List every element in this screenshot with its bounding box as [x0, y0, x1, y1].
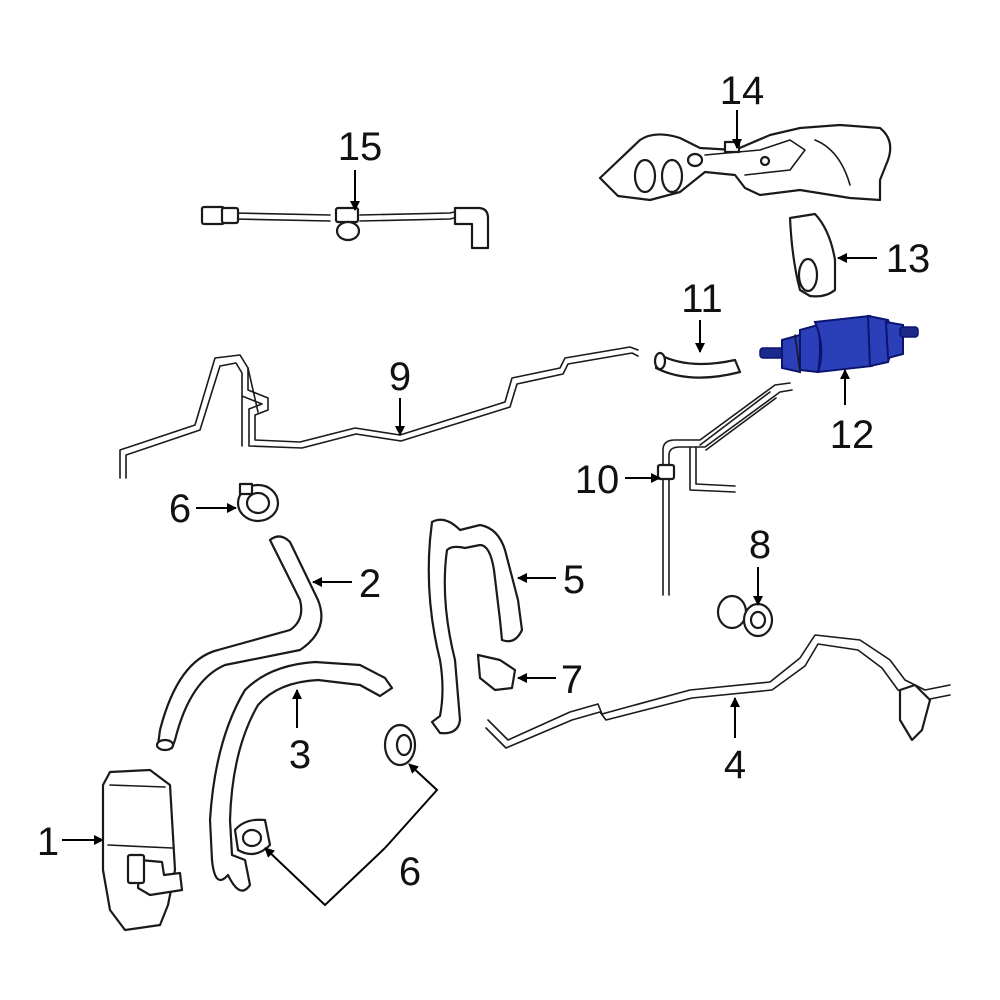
- callout-labels: 14 15 13 11 12 9 10 6 2 5 8 7 3 4 1 6: [37, 69, 930, 894]
- callout-8: 8: [749, 523, 771, 567]
- leader-lines: [62, 110, 877, 907]
- callout-9: 9: [389, 355, 411, 399]
- part-14-heat-shield[interactable]: [598, 123, 892, 202]
- part-7-bracket[interactable]: [476, 653, 517, 692]
- callout-7: 7: [561, 658, 583, 702]
- callout-11: 11: [681, 277, 723, 321]
- part-8-clamp[interactable]: [716, 594, 774, 638]
- part-10-line[interactable]: [656, 382, 793, 596]
- callout-6-bottom: 6: [399, 850, 421, 894]
- part-6-clamp-bottom-left[interactable]: [233, 818, 272, 856]
- callout-12: 12: [830, 413, 875, 457]
- part-6-clamp-middle[interactable]: [383, 723, 417, 767]
- callout-4: 4: [724, 743, 746, 787]
- callout-13: 13: [886, 237, 931, 281]
- callout-6-top: 6: [169, 487, 191, 531]
- callout-1: 1: [37, 820, 59, 864]
- part-4-pipe[interactable]: [485, 634, 951, 749]
- part-12-pump-highlighted[interactable]: [759, 314, 919, 374]
- part-5-hose[interactable]: [427, 518, 524, 735]
- callout-15: 15: [338, 125, 383, 169]
- part-2-hose[interactable]: [155, 535, 323, 752]
- part-9-pipe[interactable]: [119, 346, 639, 479]
- part-11-hose[interactable]: [653, 351, 742, 379]
- callout-5: 5: [563, 558, 585, 602]
- part-1-module[interactable]: [101, 768, 184, 932]
- callout-14: 14: [720, 69, 765, 113]
- part-13-clamp[interactable]: [788, 212, 837, 298]
- callout-10: 10: [575, 458, 620, 502]
- callout-2: 2: [359, 562, 381, 606]
- part-6-clamp-top[interactable]: [236, 482, 280, 523]
- callout-3: 3: [289, 733, 311, 777]
- part-15-harness[interactable]: [200, 205, 490, 250]
- part-3-hose[interactable]: [208, 660, 394, 892]
